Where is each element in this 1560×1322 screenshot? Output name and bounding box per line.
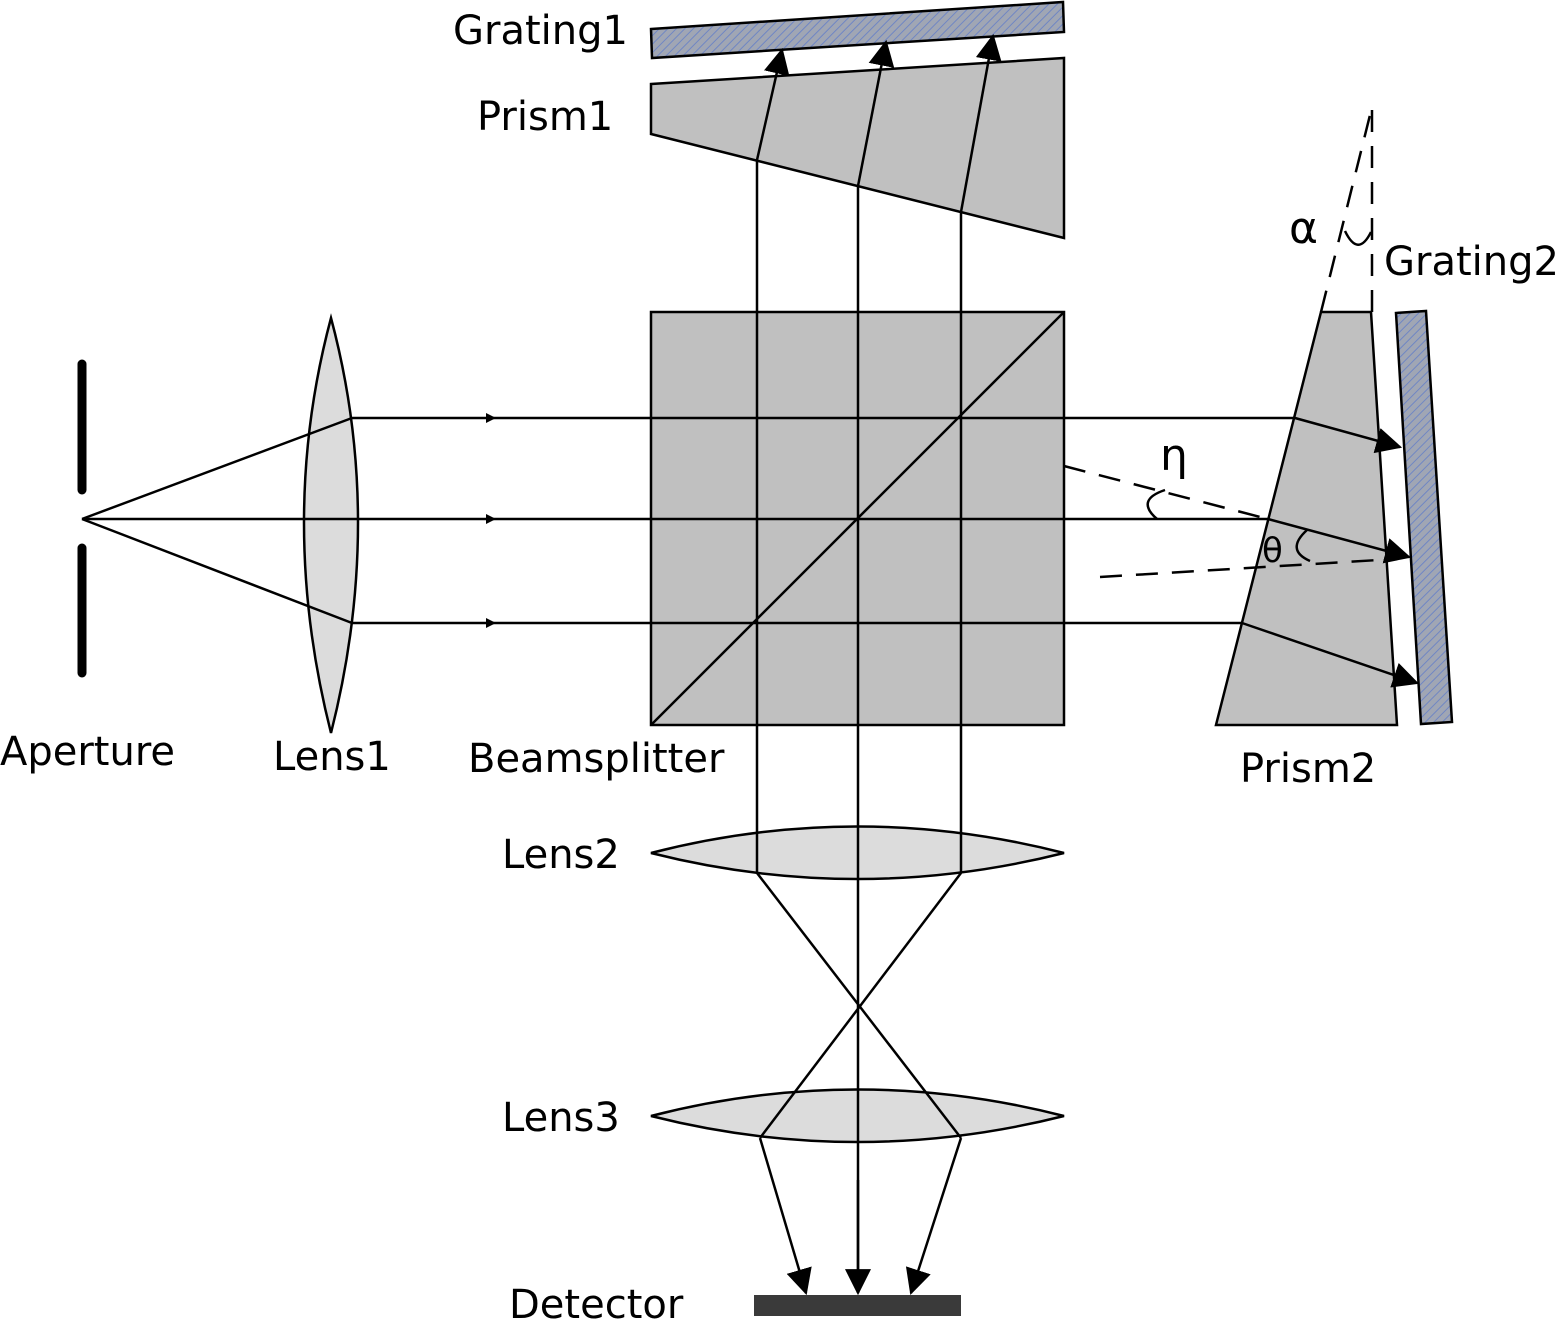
eta-symbol: η — [1160, 430, 1188, 481]
alpha-arc — [1343, 230, 1373, 246]
ray-cross-right — [759, 872, 962, 1139]
eta-arc — [1146, 488, 1166, 520]
ray-prism2-center — [1267, 517, 1412, 564]
prism2-label: Prism2 — [1240, 746, 1376, 792]
ray-prism1-center — [856, 39, 895, 187]
theta-symbol: θ — [1262, 531, 1283, 571]
grating1 — [649, 0, 1066, 60]
alpha-symbol: α — [1289, 203, 1318, 254]
ray-detector-left — [758, 1137, 812, 1296]
ray-prism1-left — [755, 47, 790, 161]
grating1-label: Grating1 — [453, 8, 628, 54]
lens1-label: Lens1 — [273, 734, 391, 780]
lens1 — [302, 313, 360, 734]
prism1 — [649, 56, 1066, 240]
detector — [754, 1295, 961, 1316]
alpha-dashed-extension — [1319, 102, 1375, 313]
lens2-label: Lens2 — [502, 832, 620, 878]
ray-aperture-bottom — [81, 517, 353, 625]
ray-prism2-top — [1294, 416, 1403, 454]
detector-label: Detector — [509, 1282, 684, 1322]
beamsplitter-label: Beamsplitter — [468, 736, 725, 782]
ray-aperture-top — [81, 416, 353, 521]
ray-detector-right — [905, 1137, 963, 1296]
grating2-label: Grating2 — [1384, 239, 1559, 285]
aperture-label: Aperture — [0, 729, 175, 775]
prism2 — [1214, 310, 1399, 727]
lens3-label: Lens3 — [502, 1095, 620, 1141]
prism1-label: Prism1 — [477, 94, 613, 140]
ray-prism1-right — [959, 33, 1002, 213]
theta-arc — [1295, 529, 1311, 563]
ray-prism2-bottom — [1241, 621, 1420, 688]
theta-dashed-line — [1099, 557, 1396, 579]
grating2 — [1394, 309, 1454, 726]
